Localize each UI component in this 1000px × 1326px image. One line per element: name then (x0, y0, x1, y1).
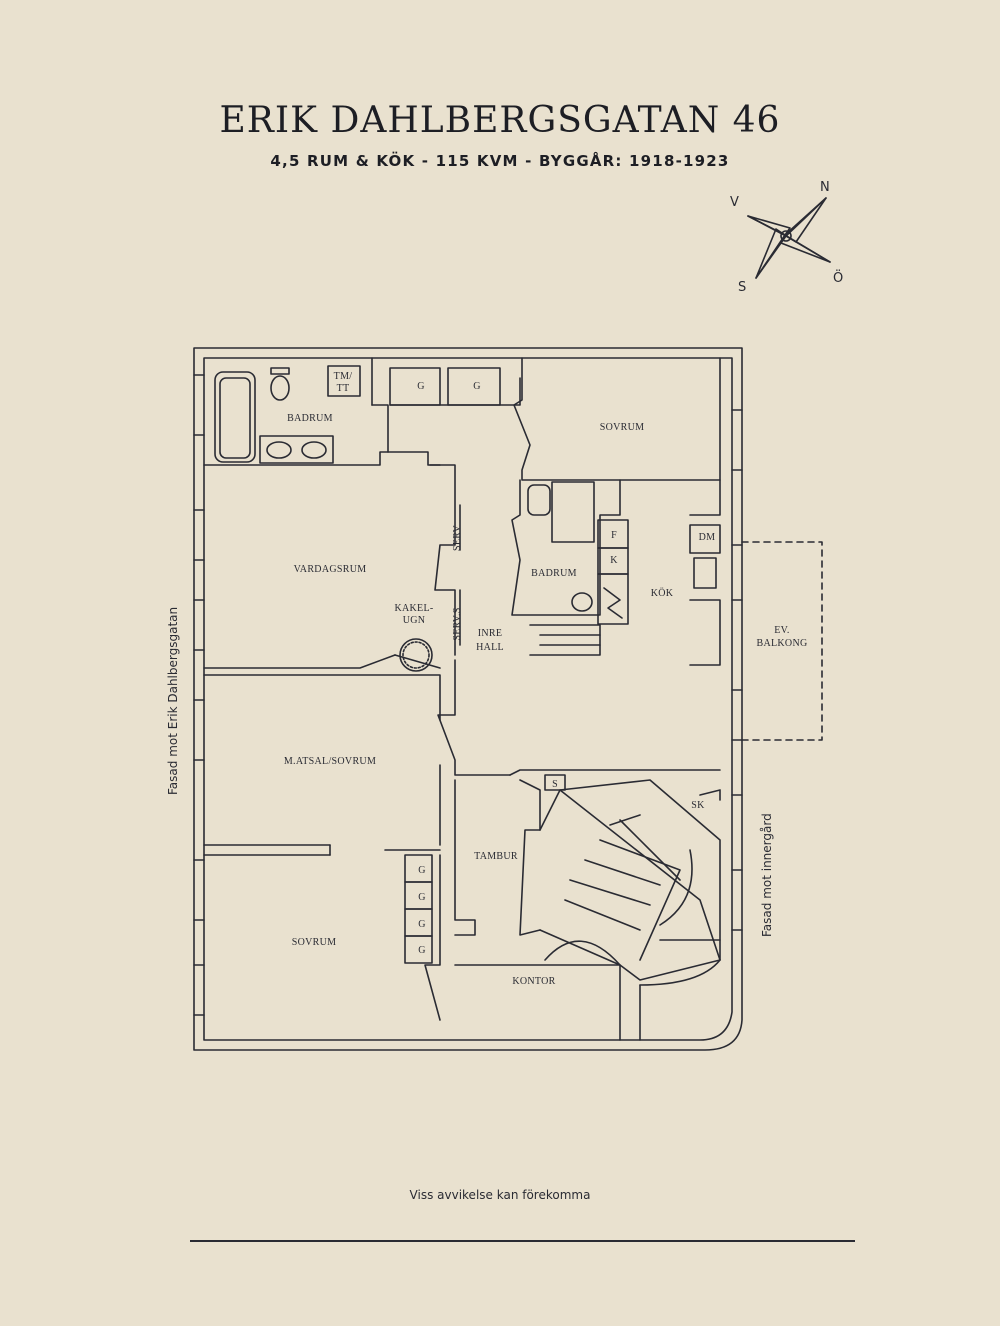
label-badrum-middle: BADRUM (531, 568, 577, 579)
label-sk: SK (691, 800, 705, 811)
bedroom-top-walls (513, 357, 721, 516)
label-matsal: M.ATSAL/SOVRUM (284, 756, 376, 767)
label-vardagsrum: VARDAGSRUM (294, 564, 367, 575)
label-kok: KÖK (651, 587, 674, 599)
hall-walls (429, 464, 721, 776)
tambur-walls (454, 779, 641, 1041)
label-hall: HALL (476, 642, 504, 653)
door-arc (639, 959, 721, 986)
disclaimer: Viss avvikelse kan förekomma (409, 1188, 591, 1202)
compass-v: V (730, 195, 739, 210)
compass-n: N (820, 180, 830, 195)
label-kakel: KAKEL- (394, 603, 433, 614)
label-g5: G (418, 919, 426, 930)
label-tm: TM/ (334, 371, 353, 382)
compass-o: Ö (833, 269, 843, 286)
plan-title: ERIK DAHLBERGSGATAN 46 (219, 100, 781, 141)
left-windows (193, 374, 205, 1016)
label-sovrum-top: SOVRUM (600, 422, 645, 433)
label-k: K (610, 555, 618, 566)
label-serv-s: SERV.S (452, 607, 463, 640)
label-tambur: TAMBUR (474, 851, 518, 862)
label-g6: G (418, 945, 426, 956)
label-dm: DM (699, 532, 716, 543)
label-s: S (552, 779, 558, 790)
label-g3: G (418, 865, 426, 876)
closets-top (389, 367, 521, 406)
bedroom-divider (203, 844, 441, 856)
balcony-outline (741, 541, 823, 741)
label-balkong-1: EV. (774, 625, 789, 636)
label-tt: TT (337, 383, 350, 394)
bathroom-middle (511, 479, 621, 656)
label-g2: G (473, 381, 481, 392)
facade-right-label: Fasad mot innergård (760, 813, 774, 937)
label-g4: G (418, 892, 426, 903)
label-kontor: KONTOR (512, 976, 555, 987)
label-g1: G (417, 381, 425, 392)
compass-rose-icon (747, 197, 831, 279)
label-sovrum-bottom: SOVRUM (292, 937, 337, 948)
plan-subtitle: 4,5 RUM & KÖK - 115 KVM - BYGGÅR: 1918-1… (270, 152, 730, 170)
closets-bottom (404, 854, 441, 1021)
label-badrum-top: BADRUM (287, 413, 333, 424)
living-room-walls (203, 638, 441, 846)
stairwell (539, 774, 721, 981)
right-windows (731, 409, 743, 931)
outer-walls (193, 347, 743, 1051)
bottom-rule (190, 1240, 855, 1242)
bathroom-top (203, 357, 441, 466)
label-ugn: UGN (403, 615, 426, 626)
label-balkong-2: BALKONG (757, 638, 808, 649)
label-f: F (611, 530, 617, 541)
label-inre: INRE (478, 628, 503, 639)
compass-s: S (738, 280, 746, 295)
label-serv: SERV (452, 525, 463, 551)
facade-left-label: Fasad mot Erik Dahlbergsgatan (166, 607, 180, 795)
kitchen-walls (597, 519, 721, 666)
